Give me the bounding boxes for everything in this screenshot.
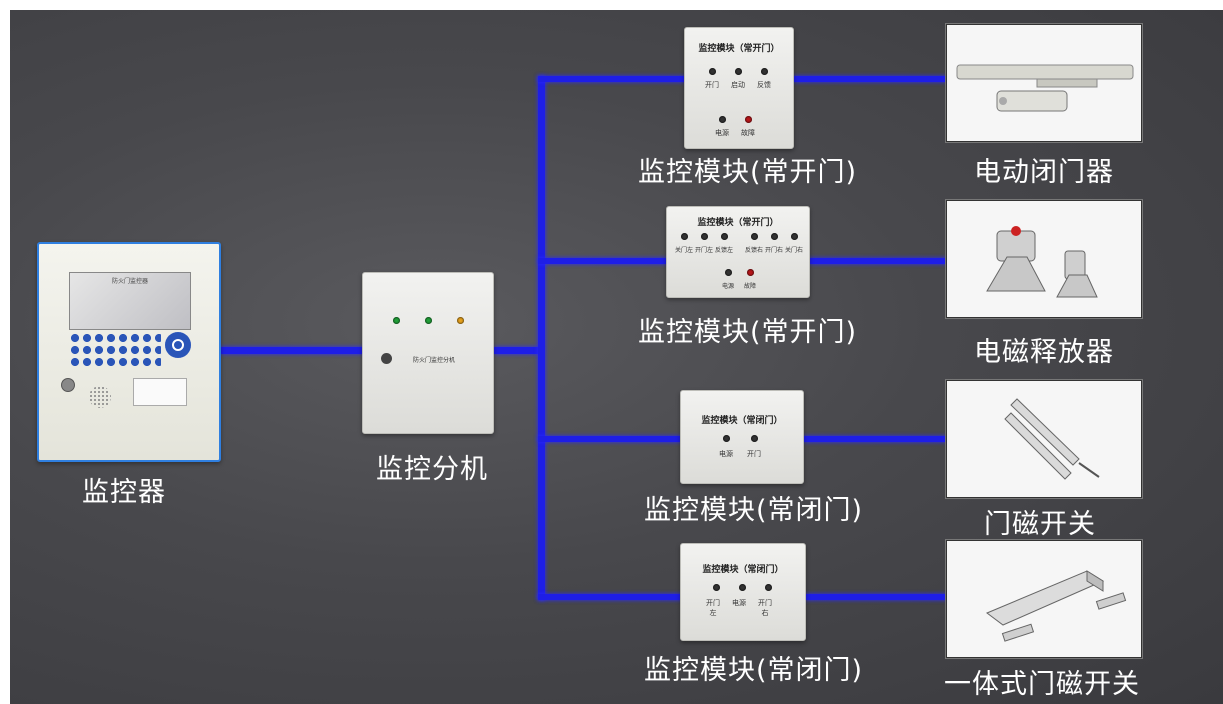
controller-cabinet: 防火门监控器 <box>37 242 221 462</box>
module-1-led-label-4: 电源 <box>715 129 729 137</box>
sub-unit-cabinet: 防火门监控分机 <box>362 272 494 434</box>
controller-screen-title: 防火门监控器 <box>111 278 148 285</box>
module-4-led-label-1: 开门左 <box>706 599 720 617</box>
module-1-led-label-5: 故障 <box>741 129 755 137</box>
sub-unit-caption: 监控分机 <box>376 454 488 485</box>
module-1-led-4 <box>719 116 726 123</box>
module-4-led-label-3: 开门右 <box>758 599 772 617</box>
wire-module-2-to-device-2 <box>808 258 948 264</box>
module-4-led-1 <box>713 584 720 591</box>
module-1-led-5 <box>745 116 752 123</box>
wire-controller-to-subunit <box>218 347 366 354</box>
module-3-led-label-2: 开门 <box>747 450 761 458</box>
module-3-led-2 <box>751 435 758 442</box>
door-closer-icon <box>956 64 1134 112</box>
module-2-led-label-1: 关门左 <box>674 247 693 254</box>
controller-keypad <box>69 332 161 368</box>
module-2-led-label-4: 反馈右 <box>744 247 763 254</box>
module-1-led-label-1: 开门 <box>705 81 719 89</box>
module-2-led-3 <box>721 233 728 240</box>
module-2-led-5 <box>771 233 778 240</box>
device-4-photo <box>946 540 1142 658</box>
wire-module-3-to-device-3 <box>802 436 947 442</box>
device-2-photo <box>946 200 1142 318</box>
module-4-led-3 <box>765 584 772 591</box>
sub-unit-plate: 防火门监控分机 <box>413 357 456 364</box>
sub-unit-led-1 <box>393 317 400 324</box>
device-2-caption: 电磁释放器 <box>974 337 1114 368</box>
module-3-panel: 监控模块（常闭门） 电源 开门 <box>680 390 804 484</box>
sub-unit-led-2 <box>425 317 432 324</box>
module-1-led-3 <box>761 68 768 75</box>
module-1-led-label-2: 启动 <box>731 81 745 89</box>
module-3-caption: 监控模块(常闭门) <box>644 495 864 526</box>
module-2-led-label-3: 反馈左 <box>714 247 733 254</box>
magnetic-switch-icon <box>1004 398 1100 480</box>
controller-screen: 防火门监控器 <box>69 272 191 330</box>
module-4-panel: 监控模块（常闭门） 开门左 电源 开门右 <box>680 543 806 641</box>
wire-bus-to-module-1 <box>538 76 686 82</box>
sub-unit-key-lock <box>381 353 392 364</box>
module-2-led-label-7: 电源 <box>721 283 734 290</box>
controller-speaker <box>89 386 111 408</box>
module-1-panel: 监控模块（常开门） 开门 启动 反馈 电源 故障 <box>684 27 794 149</box>
wire-module-1-to-device-1 <box>792 76 947 82</box>
wire-subunit-to-bus <box>494 347 542 354</box>
module-2-led-label-8: 故障 <box>743 283 756 290</box>
device-4-caption: 一体式门磁开关 <box>944 669 1140 700</box>
controller-caption: 监控器 <box>82 477 166 508</box>
controller-nav-pad <box>165 332 191 358</box>
module-2-led-label-6: 关门右 <box>784 247 803 254</box>
module-3-led-1 <box>723 435 730 442</box>
electromagnet-icon <box>986 226 1098 298</box>
diagram-canvas: 防火门监控器 监控器 防火门监控分机 监控分机 监控模块（常开门） 开门 启动 … <box>10 10 1223 704</box>
module-1-led-1 <box>709 68 716 75</box>
wire-bus-to-module-4 <box>538 594 683 600</box>
module-4-caption: 监控模块(常闭门) <box>644 655 864 686</box>
module-2-led-label-5: 开门右 <box>764 247 783 254</box>
module-3-led-label-1: 电源 <box>719 450 733 458</box>
module-1-title: 监控模块（常开门） <box>698 44 780 54</box>
wire-module-4-to-device-4 <box>804 594 947 600</box>
module-2-led-6 <box>791 233 798 240</box>
module-2-led-7 <box>725 269 732 276</box>
module-2-caption: 监控模块(常开门) <box>638 317 858 348</box>
module-4-title: 监控模块（常闭门） <box>702 565 784 575</box>
device-1-caption: 电动闭门器 <box>974 157 1114 188</box>
device-1-photo <box>946 24 1142 142</box>
device-3-caption: 门磁开关 <box>984 509 1096 540</box>
module-2-title: 监控模块（常开门） <box>697 218 779 228</box>
controller-key-lock <box>61 378 75 392</box>
module-4-led-label-2: 电源 <box>732 599 746 607</box>
module-1-led-label-3: 反馈 <box>757 81 771 89</box>
module-4-led-2 <box>739 584 746 591</box>
wire-vertical-bus <box>538 76 545 600</box>
module-2-panel: 监控模块（常开门） 关门左 开门左 反馈左 反馈右 开门右 关门右 电源 故障 <box>666 206 810 298</box>
module-3-title: 监控模块（常闭门） <box>701 416 783 426</box>
wire-bus-to-module-3 <box>538 436 683 442</box>
module-1-caption: 监控模块(常开门) <box>638 157 858 188</box>
module-2-led-4 <box>751 233 758 240</box>
controller-printer <box>133 378 187 406</box>
module-2-led-1 <box>681 233 688 240</box>
module-2-led-8 <box>747 269 754 276</box>
module-2-led-2 <box>701 233 708 240</box>
module-1-led-2 <box>735 68 742 75</box>
integrated-switch-icon <box>986 570 1127 642</box>
device-3-photo <box>946 380 1142 498</box>
wire-bus-to-module-2 <box>538 258 668 264</box>
sub-unit-led-3 <box>457 317 464 324</box>
module-2-led-label-2: 开门左 <box>694 247 713 254</box>
